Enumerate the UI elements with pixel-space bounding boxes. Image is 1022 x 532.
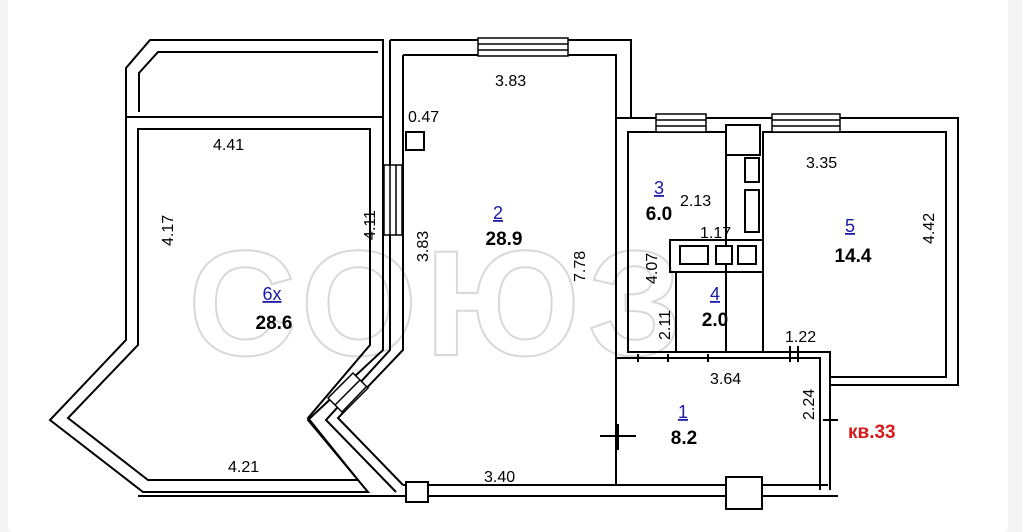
room2-top-wall-inner (403, 54, 617, 465)
floor-plan: СОЮЗ (48, 37, 959, 510)
room-area-5: 14.4 (835, 246, 872, 267)
dim-room4-height: 2.11 (657, 310, 674, 340)
dim-bottom-right: 3.40 (484, 469, 515, 486)
dim-room2-right: 7.78 (572, 251, 589, 282)
balcony-inner-wall (138, 51, 378, 112)
room-number-1: 1 (678, 402, 688, 422)
corridor-wall-inner (616, 357, 821, 490)
room2-top-wall-outer (390, 39, 632, 118)
window-room3 (655, 113, 707, 133)
apartment-label: кв.33 (848, 422, 896, 443)
dim-living-top: 4.41 (213, 137, 244, 154)
walls (48, 39, 959, 497)
dim-living-left: 4.17 (160, 215, 177, 246)
room-number-5: 5 (845, 216, 855, 236)
room-area-4: 2.0 (702, 310, 728, 331)
dim-room2-left: 3.83 (415, 231, 432, 262)
dim-hall-top: 3.83 (495, 73, 526, 90)
column-bottom-2 (725, 476, 763, 510)
room-areas: 8.2 28.9 6.0 2.0 14.4 28.6 (256, 204, 872, 449)
room-numbers: 1 2 3 4 5 6х (262, 178, 855, 422)
dim-entry-height: 2.24 (801, 389, 818, 420)
column-small (405, 131, 425, 151)
windows (326, 37, 841, 415)
room-number-4: 4 (710, 284, 720, 304)
dim-door-width: 1.22 (785, 329, 816, 346)
room-number-6: 6х (262, 284, 281, 304)
window-room5 (771, 113, 841, 133)
dim-room5-height: 4.42 (921, 213, 938, 244)
room-area-2: 28.9 (486, 229, 523, 250)
dim-column: 0.47 (408, 109, 439, 126)
columns (405, 124, 763, 510)
ventilation-shaft (725, 124, 761, 156)
fixture-right (737, 245, 757, 265)
room2-left-wall-inner (336, 55, 404, 486)
living-room-outer-wall (48, 116, 384, 493)
column-bottom-1 (405, 481, 429, 503)
bathtub-left (679, 245, 709, 265)
room-area-3: 6.0 (646, 204, 672, 225)
dimension-labels: 3.83 0.47 4.41 4.17 4.11 3.83 7.78 2.13 … (160, 73, 938, 486)
door-marks (600, 346, 838, 450)
door-balcony (383, 164, 403, 236)
window-room2 (477, 37, 569, 57)
room-number-2: 2 (493, 203, 503, 223)
dim-room3-height: 4.07 (644, 253, 661, 284)
living-room-inner-wall (66, 128, 371, 481)
dim-living-right: 4.11 (362, 210, 379, 240)
plan-frame: СОЮЗ (8, 0, 1008, 532)
room-area-6: 28.6 (256, 313, 293, 334)
room-area-1: 8.2 (671, 428, 697, 449)
dim-room5-width: 3.35 (806, 155, 837, 172)
fixture-mid (715, 245, 733, 265)
shaft-vertical-2 (744, 189, 760, 233)
dim-corridor-width: 3.64 (710, 371, 741, 388)
dim-room3-width: 2.13 (680, 193, 711, 210)
dim-room4-width: 1.17 (700, 225, 731, 242)
room-number-3: 3 (654, 178, 664, 198)
shaft-vertical-1 (744, 157, 760, 183)
watermark: СОЮЗ (188, 219, 690, 387)
dim-bottom-left: 4.21 (228, 459, 259, 476)
